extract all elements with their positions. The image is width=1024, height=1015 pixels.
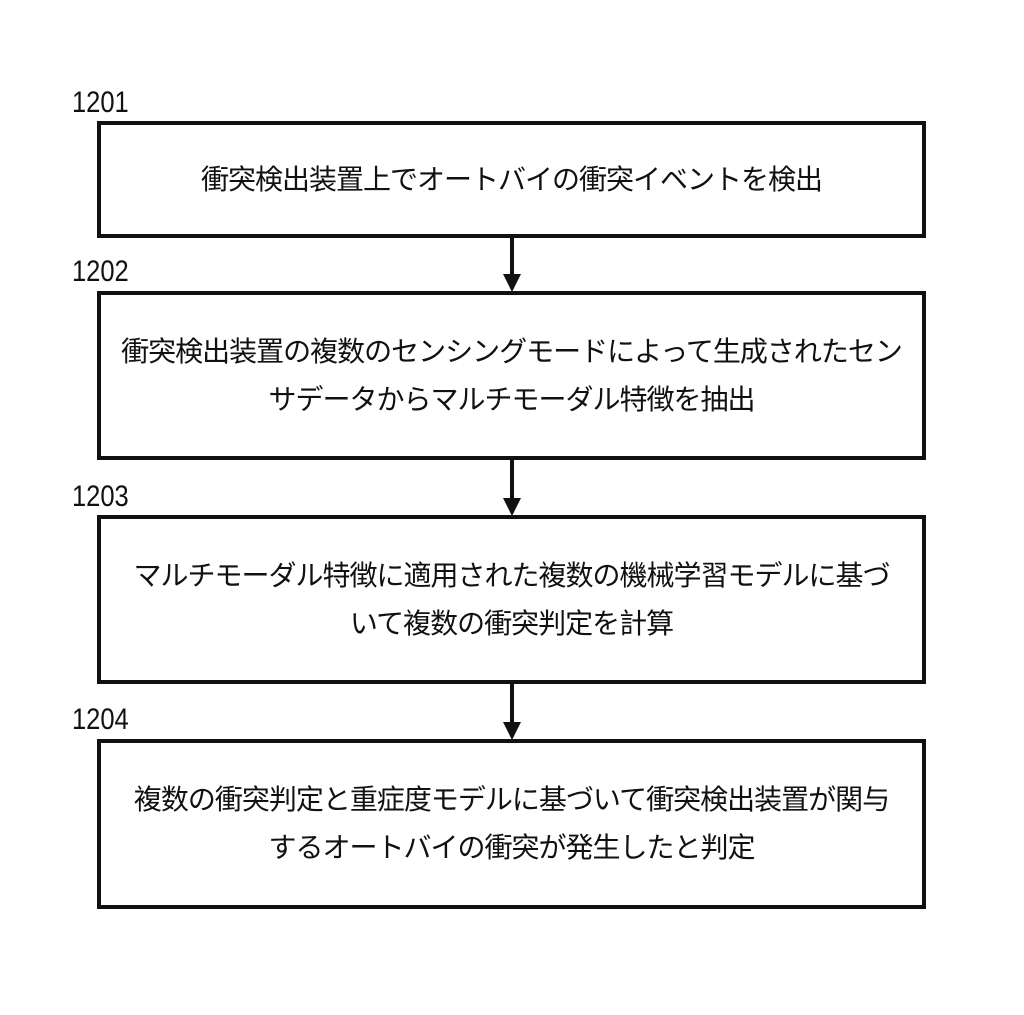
step-number-1203: 1203 xyxy=(72,480,129,513)
step-box-1204: 複数の衝突判定と重症度モデルに基づいて衝突検出装置が関与するオートバイの衝突が発… xyxy=(97,739,926,909)
arrow-line-1202-1203 xyxy=(510,460,514,500)
arrow-head-1202-1203 xyxy=(503,498,521,516)
step-number-1204: 1204 xyxy=(72,703,129,736)
step-box-1201: 衝突検出装置上でオートバイの衝突イベントを検出 xyxy=(97,121,926,238)
step-text-1201: 衝突検出装置上でオートバイの衝突イベントを検出 xyxy=(200,162,823,196)
step-number-1202: 1202 xyxy=(72,255,129,288)
step-text-1203: マルチモーダル特徴に適用された複数の機械学習モデルに基づいて複数の衝突判定を計算 xyxy=(133,558,890,640)
arrow-head-1203-1204 xyxy=(503,722,521,740)
step-text-1202: 衝突検出装置の複数のセンシングモードによって生成されたセンサデータからマルチモー… xyxy=(121,334,903,416)
arrow-line-1201-1202 xyxy=(510,238,514,276)
step-box-1203: マルチモーダル特徴に適用された複数の機械学習モデルに基づいて複数の衝突判定を計算 xyxy=(97,515,926,684)
step-number-1201: 1201 xyxy=(72,86,129,119)
step-text-1204: 複数の衝突判定と重症度モデルに基づいて衝突検出装置が関与するオートバイの衝突が発… xyxy=(133,783,890,864)
arrow-head-1201-1202 xyxy=(503,274,521,292)
step-box-1202: 衝突検出装置の複数のセンシングモードによって生成されたセンサデータからマルチモー… xyxy=(97,291,926,460)
arrow-line-1203-1204 xyxy=(510,684,514,724)
